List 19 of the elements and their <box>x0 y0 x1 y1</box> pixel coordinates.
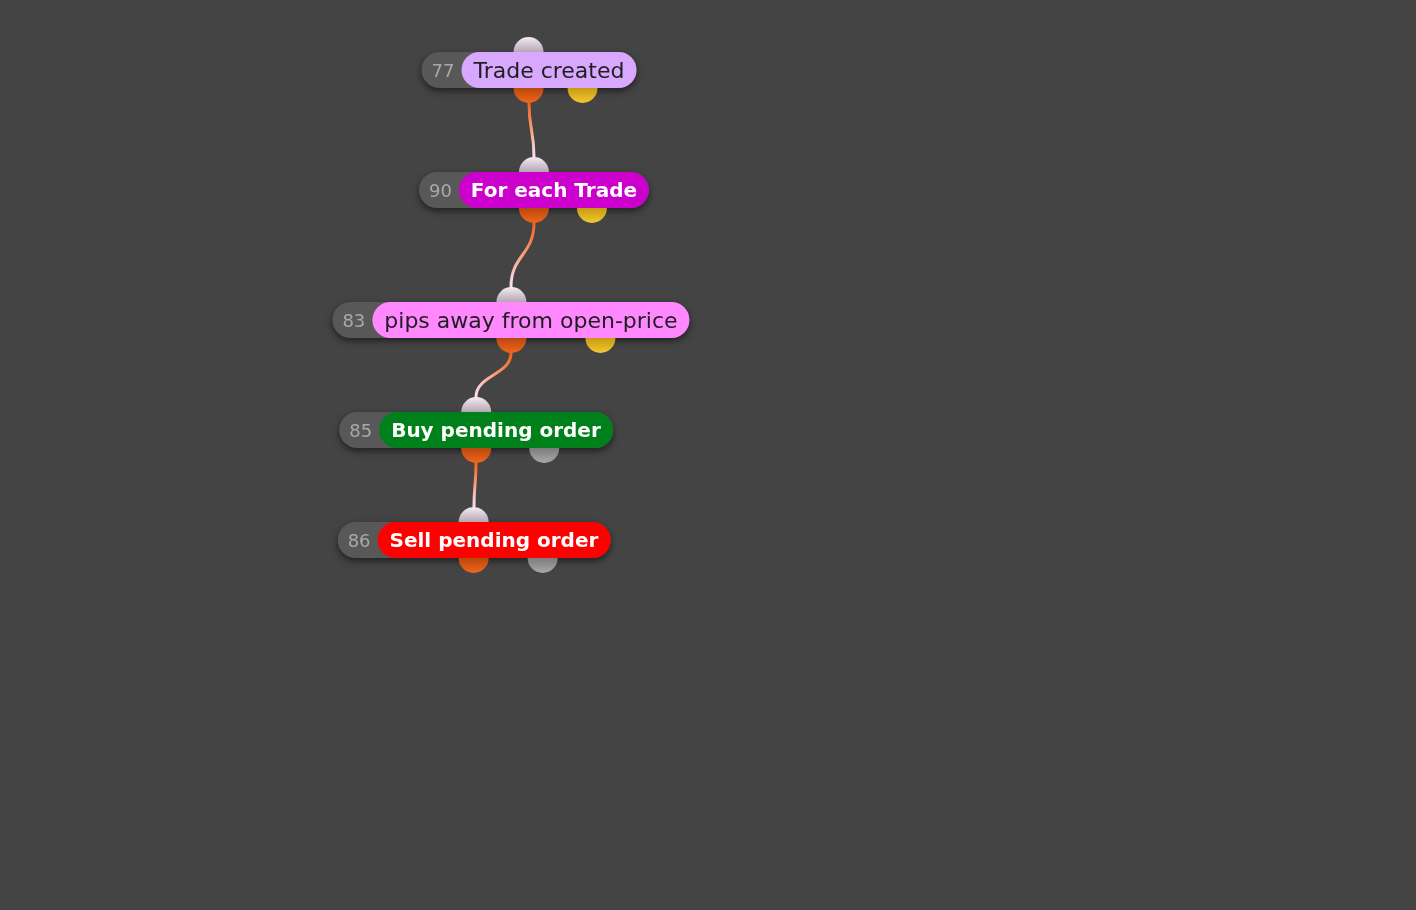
flow-node <box>332 287 690 353</box>
node-title: Sell pending order <box>377 522 611 558</box>
node-title: Buy pending order <box>379 412 613 448</box>
connector-line <box>474 351 513 399</box>
connector-line <box>527 101 536 159</box>
node-title: pips away from open-price <box>372 302 690 338</box>
node-number: 83 <box>341 308 367 333</box>
flow-node <box>421 37 637 103</box>
connector-line <box>472 461 478 509</box>
node-title: For each Trade <box>458 172 650 208</box>
node-number: 90 <box>427 178 453 203</box>
flow-node <box>339 397 613 463</box>
node-number: 86 <box>346 528 372 553</box>
flow-node <box>337 507 611 573</box>
flow-node <box>418 157 650 223</box>
node-number: 77 <box>430 58 456 83</box>
node-title: Trade created <box>461 52 637 88</box>
connector-line <box>509 221 536 289</box>
node-number: 85 <box>348 418 374 443</box>
